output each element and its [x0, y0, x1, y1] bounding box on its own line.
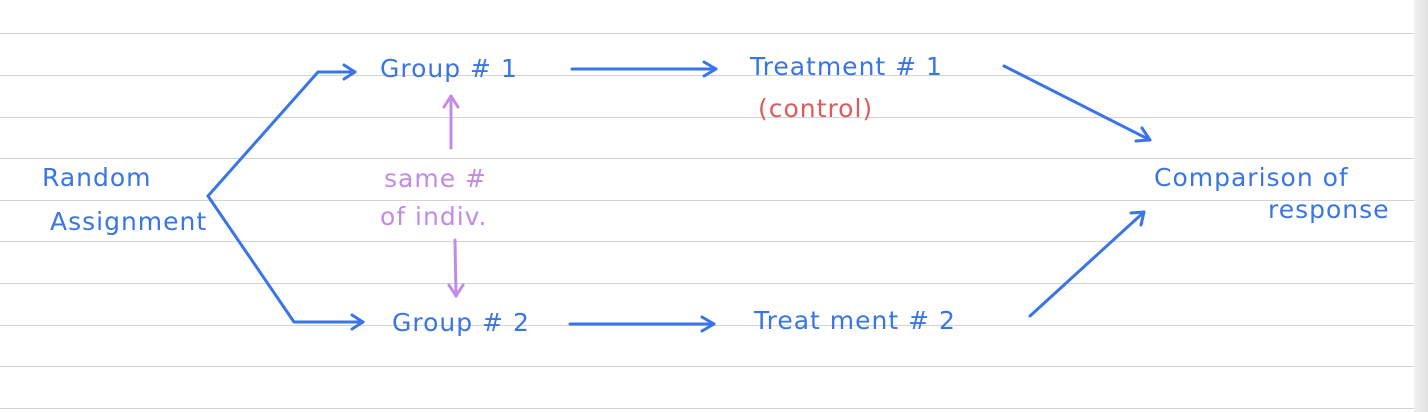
treatment-1-label: Treatment # 1	[750, 52, 943, 81]
arrow-treatment-2-to-comparison	[1028, 210, 1146, 318]
arrow-down-to-group-2	[453, 238, 458, 298]
ruled-line	[0, 283, 1414, 284]
ruled-line	[0, 241, 1414, 242]
arrow-to-group-1	[206, 70, 357, 198]
arrow-treatment-1-to-comparison	[1002, 64, 1152, 142]
ruled-line	[0, 366, 1414, 367]
comparison-line-1: Comparison of	[1154, 163, 1349, 192]
random-assignment-line-2: Assignment	[50, 207, 208, 236]
ruled-line	[0, 158, 1414, 159]
ruled-line	[0, 33, 1414, 34]
arrow-to-group-1-head	[342, 63, 357, 81]
comparison-line-2: response	[1268, 195, 1390, 224]
random-assignment-line-1: Random	[42, 163, 152, 192]
ruled-line	[0, 408, 1414, 409]
treatment-1-control-note: (control)	[758, 94, 874, 123]
page-edge	[1414, 0, 1428, 412]
arrow-treatment-2-to-comparison-head	[1129, 210, 1146, 227]
group-2-label: Group # 2	[392, 308, 530, 337]
ruled-line	[0, 200, 1414, 201]
same-count-note-line-1: same #	[384, 164, 487, 193]
arrow-to-group-2	[206, 194, 365, 324]
arrow-group-2-to-treatment-2-head	[700, 315, 716, 333]
group-1-label: Group # 1	[380, 54, 518, 83]
arrow-group-1-to-treatment-1-head	[702, 60, 718, 78]
arrow-to-group-2-head	[350, 313, 365, 331]
arrow-down-to-group-2-head	[447, 283, 465, 298]
treatment-2-label: Treat ment # 2	[754, 306, 956, 335]
same-count-note-line-2: of indiv.	[380, 202, 488, 231]
arrow-treatment-1-to-comparison-head	[1134, 126, 1152, 143]
ruled-line	[0, 117, 1414, 118]
arrow-up-to-group-1-head	[442, 94, 460, 109]
